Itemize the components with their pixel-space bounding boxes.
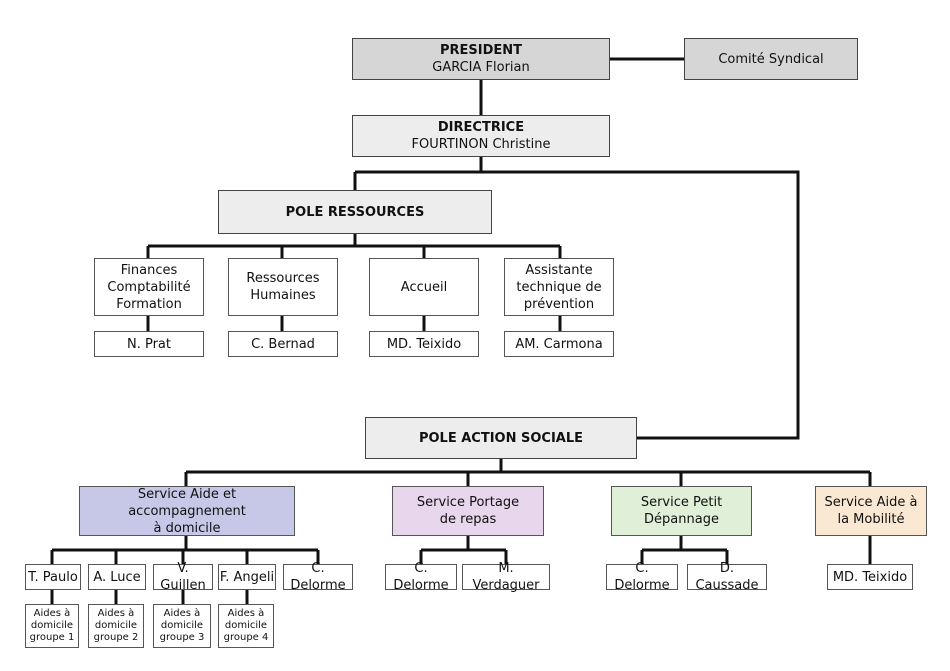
person-name: F. Angeli (219, 569, 275, 585)
group-box: Aides à domicile groupe 2 (88, 604, 144, 648)
directrice-box: DIRECTRICE FOURTINON Christine (352, 115, 610, 157)
group-line: domicile (30, 620, 74, 631)
unit-assistante-line: prévention (523, 296, 595, 312)
unit-assistante-line: Assistante (525, 262, 593, 278)
group-line: domicile (160, 620, 204, 631)
connector-service2-people (419, 536, 508, 564)
pole-action-sociale-label: POLE ACTION SOCIALE (418, 430, 584, 446)
comite-syndical-label: Comité Syndical (718, 51, 824, 67)
service-line: à domicile (153, 520, 221, 536)
group-line: domicile (224, 620, 268, 631)
connector-ressources-units (146, 246, 562, 258)
connector-service3-people (640, 536, 729, 564)
unit-assistante-box: Assistante technique de prévention (504, 258, 614, 316)
person-box: M. Verdaguer (462, 561, 550, 593)
unit-accueil-box: Accueil (369, 258, 479, 316)
service-portage-box: Service Portage de repas (392, 486, 544, 536)
person-name: V. Guillen (160, 561, 206, 593)
person-box: C. Bernad (228, 331, 338, 357)
group-box: Aides à domicile groupe 4 (218, 604, 274, 648)
person-box: N. Prat (94, 331, 204, 357)
person-box: A. Luce (88, 564, 146, 590)
directrice-title: DIRECTRICE (437, 120, 525, 135)
person-box: C. Delorme (385, 561, 457, 593)
unit-finances-line: Comptabilité (107, 279, 191, 295)
group-line: groupe 2 (93, 632, 139, 643)
service-line: Service Petit (640, 495, 723, 510)
group-line: domicile (94, 620, 138, 631)
comite-syndical-box: Comité Syndical (684, 38, 858, 80)
service-line: Service Aide et accompagnement (128, 486, 246, 519)
president-title: PRESIDENT (439, 43, 523, 58)
group-box: Aides à domicile groupe 3 (153, 604, 211, 648)
connector-service1-people (50, 536, 320, 564)
president-box: PRESIDENT GARCIA Florian (352, 38, 610, 80)
person-box: F. Angeli (218, 564, 276, 590)
service-line: Service Portage (416, 495, 520, 510)
connector-directrice-action-sociale (355, 170, 800, 440)
group-line: Aides à (163, 608, 201, 619)
group-line: groupe 4 (223, 632, 269, 643)
service-mobilite-box: Service Aide à la Mobilité (815, 486, 927, 536)
group-line: Aides à (33, 608, 71, 619)
person-name: C. Delorme (290, 561, 346, 593)
person-box: MD. Teixido (369, 331, 479, 357)
service-aide-domicile-box: Service Aide et accompagnement à domicil… (79, 486, 295, 536)
person-name: MD. Teixido (832, 569, 908, 585)
connector-people-groups (50, 590, 249, 604)
directrice-name: FOURTINON Christine (411, 137, 551, 152)
person-name: MD. Teixido (386, 336, 462, 352)
person-box: MD. Teixido (827, 564, 913, 590)
group-box: Aides à domicile groupe 1 (25, 604, 79, 648)
unit-finances-box: Finances Comptabilité Formation (94, 258, 204, 316)
unit-finances-line: Formation (116, 296, 182, 312)
unit-rh-line: Humaines (250, 288, 316, 303)
person-name: D. Caussade (695, 561, 759, 593)
person-box: D. Caussade (687, 561, 767, 593)
unit-finances-line: Finances (120, 262, 178, 278)
pole-ressources-box: POLE RESSOURCES (218, 190, 492, 234)
group-line: groupe 3 (159, 632, 205, 643)
connector-units-persons (146, 316, 562, 331)
person-name: AM. Carmona (515, 336, 603, 352)
person-box: T. Paulo (25, 564, 81, 590)
person-name: C. Bernad (251, 336, 315, 352)
group-line: Aides à (97, 608, 135, 619)
pole-action-sociale-box: POLE ACTION SOCIALE (365, 417, 637, 459)
group-line: groupe 1 (29, 632, 75, 643)
unit-assistante-line: technique de (516, 279, 602, 295)
service-petit-depannage-box: Service Petit Dépannage (611, 486, 752, 536)
person-box: C. Delorme (283, 561, 353, 593)
unit-accueil-line: Accueil (400, 279, 448, 295)
person-name: M. Verdaguer (472, 561, 540, 593)
unit-rh-box: Ressources Humaines (228, 258, 338, 316)
connector-action-services (184, 472, 872, 486)
person-box: AM. Carmona (504, 331, 614, 357)
service-line: Dépannage (644, 512, 719, 527)
pole-ressources-label: POLE RESSOURCES (285, 204, 425, 220)
person-name: T. Paulo (28, 569, 78, 585)
person-box: C. Delorme (606, 561, 678, 593)
service-line: la Mobilité (837, 512, 905, 527)
service-line: Service Aide à (824, 495, 918, 510)
service-line: de repas (439, 512, 497, 527)
president-name: GARCIA Florian (432, 60, 530, 75)
person-name: C. Delorme (614, 561, 670, 593)
person-name: A. Luce (93, 569, 141, 585)
group-line: Aides à (227, 608, 265, 619)
person-name: C. Delorme (393, 561, 449, 593)
unit-rh-line: Ressources (246, 271, 320, 286)
person-box: V. Guillen (153, 561, 213, 593)
person-name: N. Prat (126, 336, 171, 352)
